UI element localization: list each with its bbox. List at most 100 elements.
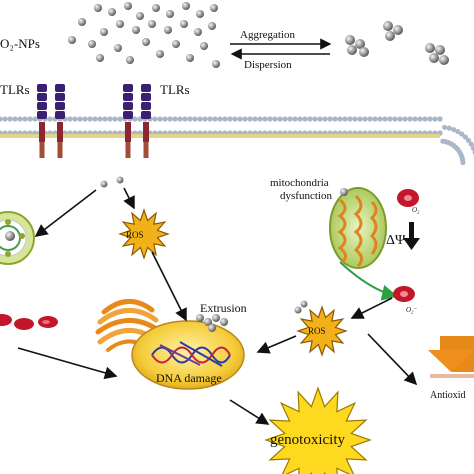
ros-star-lower [296, 305, 348, 357]
lipid-head [292, 116, 298, 122]
lipid-head [167, 116, 173, 122]
lipid-head [432, 116, 438, 122]
lipid-head [67, 116, 73, 122]
lipid-head [102, 116, 108, 122]
lipid-head [460, 159, 466, 166]
lipid-head [382, 116, 388, 122]
o2-minus-label: O₂⁻ [406, 306, 417, 314]
lipid-head [387, 116, 393, 122]
lipid-head [367, 116, 373, 122]
lipid-head [12, 116, 18, 122]
aggregation-label: Aggregation [240, 29, 295, 41]
lipid-head [72, 116, 78, 122]
lipid-head [82, 116, 88, 122]
lipid-head [47, 116, 53, 122]
lipid-head [0, 116, 3, 122]
lipid-head [422, 116, 428, 122]
lipid-head [117, 116, 123, 122]
lipid-head [112, 116, 118, 122]
lipid-head [247, 116, 253, 122]
lipid-head [227, 116, 233, 122]
lipid-head [442, 124, 448, 130]
tlr-receptor-left [37, 84, 65, 158]
tlrs-left-label: TLRs [0, 82, 30, 97]
genotoxicity-label: genotoxicity [270, 432, 345, 448]
nps-label: O₂-NPs [0, 36, 40, 51]
lipid-head [352, 116, 358, 122]
lipid-head [322, 116, 328, 122]
lipid-head [242, 116, 248, 122]
nucleus [131, 320, 245, 390]
lipid-head [282, 116, 288, 122]
mito-label-line2: dysfunction [280, 190, 332, 202]
lipid-head [132, 116, 138, 122]
lipid-head [17, 116, 23, 122]
lipid-head [455, 128, 461, 135]
lipid-head [157, 116, 163, 122]
dispersion-label: Dispersion [244, 59, 292, 71]
lipid-head [262, 116, 268, 122]
lipid-head [152, 116, 158, 122]
lipid-head [397, 116, 403, 122]
lipid-head [357, 116, 363, 122]
delta-psi-label: ΔΨ [386, 233, 406, 248]
lipid-head [212, 116, 218, 122]
lipid-head [217, 116, 223, 122]
lipid-head [252, 116, 258, 122]
nanoparticle-aggregate [345, 21, 449, 65]
extruded-nanoparticles [196, 314, 228, 332]
lipid-head [302, 116, 308, 122]
endosome [0, 211, 35, 265]
lipid-head [312, 116, 318, 122]
lipid-head [182, 116, 188, 122]
dna-damage-label: DNA damage [156, 371, 222, 385]
lipid-head [402, 116, 408, 122]
lipid-head [446, 125, 452, 131]
aggregation-dispersion-arrows [230, 38, 332, 60]
rbc-left [0, 314, 58, 330]
lipid-head [267, 116, 273, 122]
lipid-head [437, 116, 443, 122]
ros-upper-label: ROS [126, 230, 144, 240]
lipid-head [87, 116, 93, 122]
pathway-arrows [17, 187, 418, 425]
ros-lower-nanoparticles [294, 300, 308, 314]
lipid-head [222, 116, 228, 122]
lipid-head [462, 134, 468, 140]
antioxidant-label: Antioxid [430, 390, 466, 401]
lipid-head [342, 116, 348, 122]
lipid-head [92, 116, 98, 122]
lipid-head [77, 116, 83, 122]
o2-rbc [397, 189, 419, 207]
lipid-head [192, 116, 198, 122]
lipid-head [2, 116, 8, 122]
lipid-head [207, 116, 213, 122]
lipid-head [362, 116, 368, 122]
lipid-head [332, 116, 338, 122]
ros-lower-label: ROS [308, 326, 326, 336]
mitochondrion [329, 187, 387, 269]
lipid-head [317, 116, 323, 122]
lipid-head [187, 116, 193, 122]
lipid-head [468, 141, 474, 147]
lipid-head [257, 116, 263, 122]
mito-label-line1: mitochondria [270, 177, 329, 189]
lipid-head [7, 116, 13, 122]
lipid-head [172, 116, 178, 122]
lipid-head [162, 116, 168, 122]
lipid-head [451, 126, 457, 133]
lipid-head [107, 116, 113, 122]
antioxidant-arrow [428, 336, 474, 378]
o2-minus-rbc [393, 286, 415, 302]
lipid-head [417, 116, 423, 122]
dna-strands [151, 341, 231, 367]
lipid-head [97, 116, 103, 122]
internalized-nanoparticles [100, 176, 124, 188]
lipid-head [459, 131, 465, 137]
lipid-head [297, 116, 303, 122]
ros-star-upper [118, 208, 170, 260]
delta-psi-down-arrow [403, 222, 420, 250]
lipid-head [287, 116, 293, 122]
